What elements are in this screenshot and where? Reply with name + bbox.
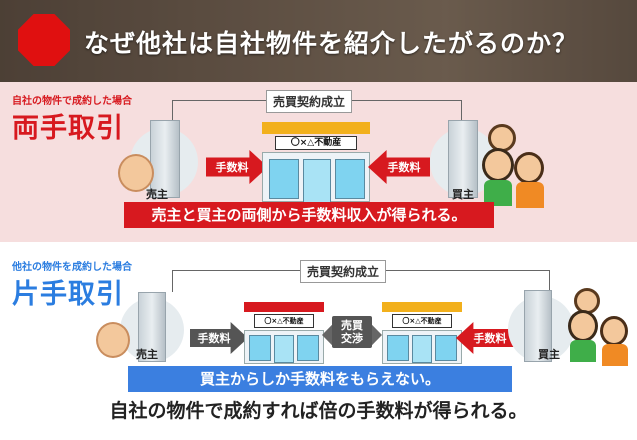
ryote-title: 両手取引	[12, 113, 124, 144]
shop-body	[262, 152, 370, 203]
buyer-mother-body	[602, 344, 628, 366]
fee-arrow-left-label: 手数料	[215, 161, 249, 174]
buyer-mother-body	[516, 182, 544, 208]
fee-arrow-right-label: 手数料	[473, 332, 507, 345]
header-overlay	[0, 0, 637, 82]
apartment-tower-icon	[524, 290, 552, 362]
seller-person-icon	[96, 322, 130, 358]
shop-window	[249, 335, 271, 361]
seller-label: 売主	[136, 348, 158, 361]
buyer-agency-shop: 〇×△不動産	[382, 302, 462, 364]
page-title: なぜ他社は自社物件を紹介したがるのか？	[84, 29, 579, 58]
ryote-section: 自社の物件で成約した場合 両手取引 売買契約成立 売主 手数料 〇×△不動産 手…	[0, 82, 637, 242]
katate-contract-label: 売買契約成立	[300, 260, 387, 283]
apartment-tower-icon	[138, 292, 166, 362]
buyer-father-body	[570, 340, 596, 362]
shop-roof	[262, 122, 370, 134]
shop-window	[297, 335, 319, 361]
katate-title: 片手取引	[12, 279, 124, 310]
buyer-father-body	[484, 180, 512, 206]
conclusion-text: 自社の物件で成約すれば倍の手数料が得られる。	[109, 400, 528, 422]
seller-building	[110, 292, 190, 372]
buyer-child-icon	[488, 124, 516, 152]
ryote-contract-label: 売買契約成立	[266, 90, 353, 113]
shop-door	[412, 335, 432, 363]
shop-sign: 〇×△不動産	[274, 136, 358, 150]
katate-summary-bar: 買主からしか手数料をもらえない。	[128, 366, 512, 392]
shop-door	[274, 335, 294, 363]
shop-window	[335, 159, 365, 199]
shop-window	[387, 335, 409, 361]
fee-arrow-right: 手数料	[368, 150, 430, 184]
agency-shop: 〇×△不動産	[262, 122, 370, 203]
shop-sign: 〇×△不動産	[391, 314, 453, 328]
apartment-tower-icon	[150, 120, 180, 198]
shop-roof	[244, 302, 324, 312]
fee-arrow-right-label: 手数料	[387, 161, 421, 174]
buyer-label: 買主	[538, 348, 560, 361]
header-banner: なぜ他社は自社物件を紹介したがるのか？	[0, 0, 637, 82]
ryote-subtitle: 自社の物件で成約した場合	[12, 96, 132, 107]
seller-building	[120, 120, 200, 210]
negotiation-label: 売買 交渉	[332, 316, 372, 348]
buyer-mother-icon	[514, 152, 544, 184]
stop-sign-icon	[18, 14, 70, 66]
shop-window	[435, 335, 457, 361]
seller-label: 売主	[146, 188, 168, 201]
fee-arrow-left: 手数料	[206, 150, 268, 184]
shop-window	[269, 159, 299, 199]
apartment-tower-icon	[448, 120, 478, 198]
fee-arrow-left: 手数料	[190, 322, 248, 354]
shop-body	[244, 330, 324, 364]
ryote-summary-bar: 売主と買主の両側から手数料収入が得られる。	[124, 202, 494, 228]
seller-person-icon	[118, 154, 154, 192]
shop-door	[303, 159, 331, 203]
buyer-label: 買主	[452, 188, 474, 201]
seller-agency-shop: 〇×△不動産	[244, 302, 324, 364]
shop-sign: 〇×△不動産	[253, 314, 315, 328]
buyer-building	[504, 290, 584, 374]
buyer-father-icon	[568, 310, 598, 342]
buyer-father-icon	[482, 148, 514, 182]
katate-subtitle: 他社の物件を成約した場合	[12, 262, 132, 273]
buyer-mother-icon	[600, 316, 628, 346]
fee-arrow-left-label: 手数料	[197, 332, 231, 345]
shop-body	[382, 330, 462, 364]
shop-roof	[382, 302, 462, 312]
katate-section: 他社の物件を成約した場合 片手取引 売買契約成立 売主 手数料 〇×△不動産 売…	[0, 242, 637, 395]
